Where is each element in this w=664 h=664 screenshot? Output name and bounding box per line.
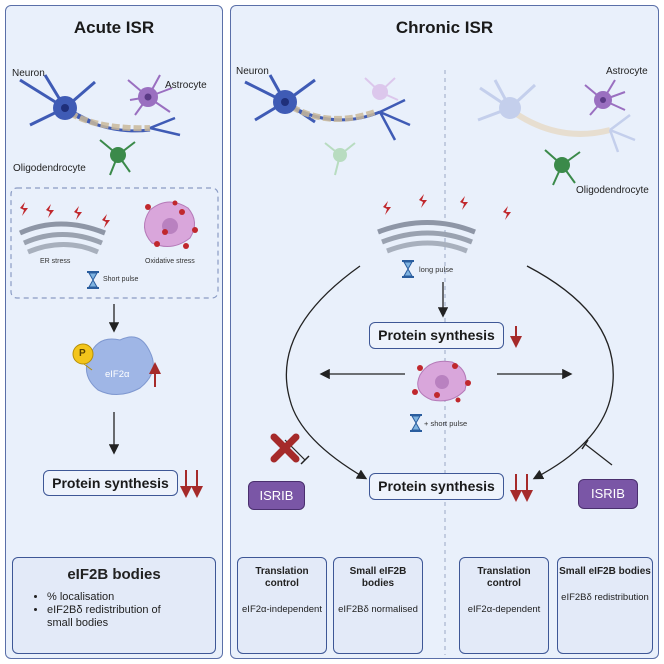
chronic-astrocyte-label: Astrocyte (606, 66, 648, 77)
neuron-icon (19, 74, 151, 133)
er-stress-label: ER stress (40, 258, 71, 265)
plus-short-pulse-label: + short pulse (424, 419, 468, 428)
eif2a-label: eIF2α (105, 369, 130, 380)
eif2b-bodies-list: % localisation eIF2Bδ redistribution of … (13, 591, 215, 630)
short-pulse-label: Short pulse (103, 276, 139, 283)
acute-title: Acute ISR (73, 18, 155, 37)
acute-neuron-label: Neuron (12, 68, 45, 79)
chronic-title: Chronic ISR (395, 18, 494, 37)
chronic-oligodendrocyte-label: Oligodendrocyte (576, 185, 649, 196)
card-body: eIF2Bδ redistribution (561, 592, 649, 603)
card-small-bodies-right: Small eIF2B bodies eIF2Bδ redistribution (557, 557, 653, 654)
card-title: Translation control (477, 566, 531, 589)
oxidative-stress-icon (144, 200, 198, 249)
eif2b-bodies-card: eIF2B bodies % localisation eIF2Bδ redis… (12, 557, 216, 654)
bullet-localisation: % localisation (47, 591, 215, 604)
acute-astrocyte-label: Astrocyte (165, 80, 207, 91)
astrocyte-icon (127, 74, 173, 116)
card-title: Translation control (255, 566, 309, 589)
chronic-protein-synthesis-bottom-box: Protein synthesis (369, 473, 504, 500)
acute-oligodendrocyte-label: Oligodendrocyte (13, 163, 86, 174)
hourglass-icon (87, 271, 99, 289)
chronic-neuron-label: Neuron (236, 66, 269, 77)
card-translation-control-right: Translation control eIF2α-dependent (459, 557, 549, 654)
er-stress-icon (18, 221, 106, 255)
card-body: eIF2α-dependent (467, 604, 541, 615)
card-body: eIF2Bδ normalised (338, 604, 418, 615)
oxidative-stress-label: Oxidative stress (145, 258, 195, 265)
acute-protein-synthesis-box: Protein synthesis (43, 470, 178, 496)
isrib-left-badge: ISRIB (248, 481, 305, 510)
card-translation-control-left: Translation control eIF2α-independent (237, 557, 327, 654)
phosphate-label: P (79, 348, 86, 359)
card-body: eIF2α-independent (242, 604, 322, 615)
card-title: Small eIF2B bodies (559, 566, 651, 577)
eif2a-protein-icon (85, 336, 154, 395)
bullet-redistribution: eIF2Bδ redistribution of small bodies (47, 604, 187, 630)
oligodendrocyte-icon (99, 139, 136, 176)
card-small-bodies-left: Small eIF2B bodies eIF2Bδ normalised (333, 557, 423, 654)
card-title: Small eIF2B bodies (349, 566, 407, 589)
phosphate-badge-icon (72, 343, 94, 365)
lightning-icon (20, 202, 110, 228)
eif2b-bodies-title: eIF2B bodies (67, 566, 161, 583)
isrib-right-badge: ISRIB (578, 479, 638, 509)
inhibition-cross-icon (270, 433, 300, 463)
long-pulse-label: long pulse (419, 265, 454, 274)
chronic-protein-synthesis-mid-box: Protein synthesis (369, 322, 504, 349)
